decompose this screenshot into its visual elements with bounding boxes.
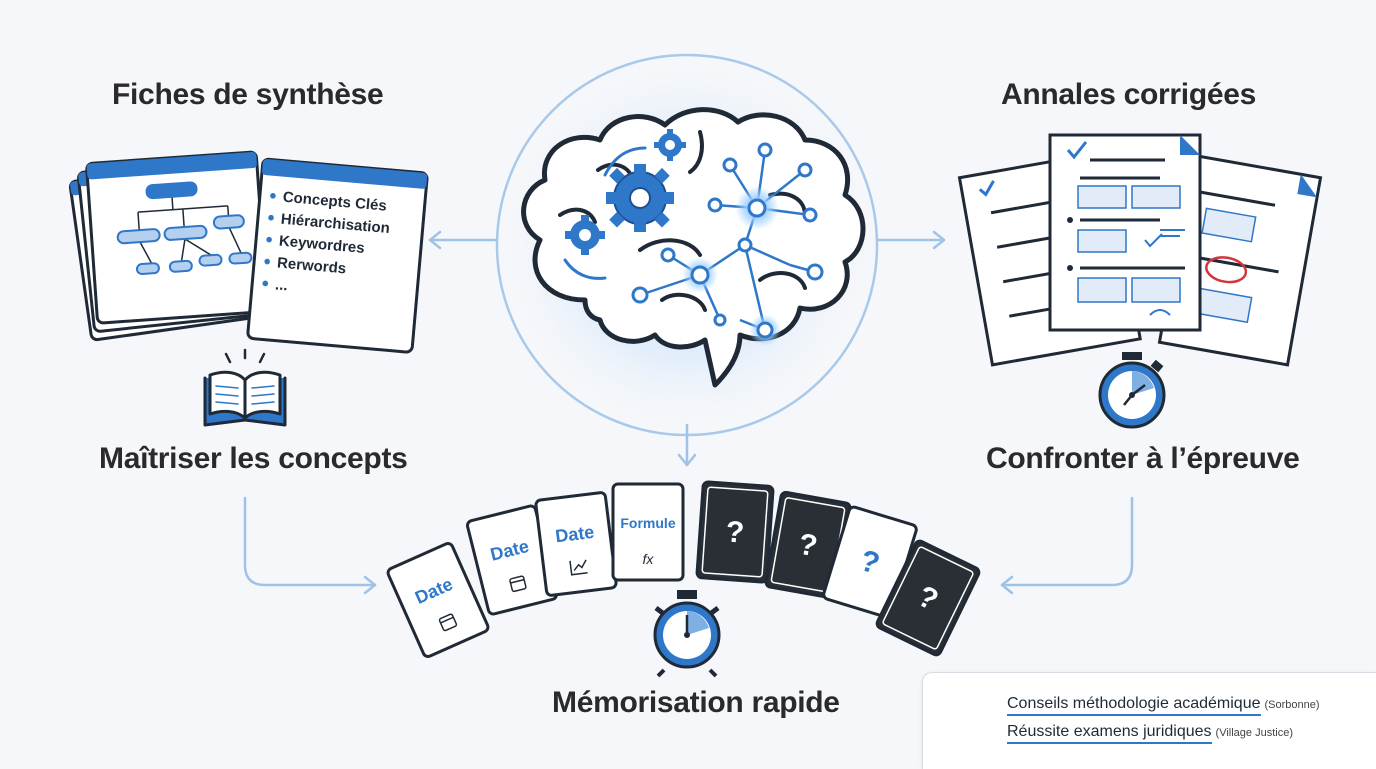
title-confronter: Confronter à l’épreuve <box>986 442 1300 475</box>
flashcard-hidden: ? <box>875 539 981 657</box>
answer-sheet <box>1048 133 1202 332</box>
calculator-icon <box>509 575 527 593</box>
flashcard: Formule fx <box>611 482 685 582</box>
fiches-stack: Concepts ClésHiérarchisationKeywordresRe… <box>68 150 429 354</box>
flashcard-label: ? <box>725 515 746 549</box>
flashcard-label: Formule <box>620 515 675 531</box>
fx-icon: fx <box>643 551 655 567</box>
link-sorbonne-source: (Sorbonne) <box>1264 699 1320 711</box>
flashcard: Date <box>465 504 559 616</box>
link-village-justice-source: (Village Justice) <box>1215 727 1293 739</box>
arrow-to-cards-head <box>677 453 697 467</box>
title-annales: Annales corrigées <box>1001 78 1257 111</box>
bullet-icon <box>270 193 276 199</box>
stopwatch-icon-center <box>653 590 721 678</box>
arrow-to-annales-head <box>932 230 946 250</box>
gear-top-icon <box>654 129 686 161</box>
title-fiches: Fiches de synthèse <box>112 78 384 111</box>
link-sorbonne[interactable]: Conseils méthodologie académique(Sorbonn… <box>1007 695 1320 716</box>
arrow-to-fiches-head <box>428 230 442 250</box>
concepts-list-item: ... <box>274 276 288 294</box>
flashcard: Date <box>534 491 618 597</box>
title-maitriser: Maîtriser les concepts <box>99 442 408 475</box>
concepts-list-item: Rerwords <box>276 254 346 277</box>
brain-icon <box>521 107 866 388</box>
arrow-right-to-cards-head <box>1000 575 1014 595</box>
arrow-left-to-cards <box>243 496 377 587</box>
bullet-icon <box>266 236 272 243</box>
gear-icon <box>606 164 674 232</box>
link-sorbonne-text[interactable]: Conseils méthodologie académique <box>1007 695 1261 716</box>
calendar-icon <box>438 613 458 632</box>
mindmap-icon <box>137 195 242 264</box>
references-box: Conseils méthodologie académique(Sorbonn… <box>922 672 1376 769</box>
flashcard-hidden: ? <box>695 480 775 584</box>
flow-arrows <box>243 230 1134 595</box>
open-book-icon <box>203 348 287 427</box>
bullet-icon <box>268 214 274 221</box>
mindmap-window <box>85 150 269 325</box>
neural-nodes <box>631 142 824 327</box>
title-memorisation: Mémorisation rapide <box>552 686 840 719</box>
gear-small-icon <box>565 215 605 255</box>
stopwatch-icon-right <box>1098 352 1166 429</box>
flashcard-label: Date <box>554 522 595 547</box>
link-village-justice[interactable]: Réussite examens juridiques(Village Just… <box>1007 723 1293 744</box>
link-village-justice-text[interactable]: Réussite examens juridiques <box>1007 723 1212 744</box>
annales-papers <box>957 133 1323 367</box>
concepts-window: Concepts ClésHiérarchisationKeywordresRe… <box>246 157 429 354</box>
chart-icon <box>569 559 588 576</box>
arrow-left-to-cards-head <box>363 575 377 595</box>
flashcard-label: ? <box>796 528 820 564</box>
arrow-right-to-cards <box>1000 496 1134 587</box>
bullet-icon <box>264 258 270 265</box>
bullet-icon <box>262 280 269 287</box>
flashcard: Date <box>386 542 490 658</box>
